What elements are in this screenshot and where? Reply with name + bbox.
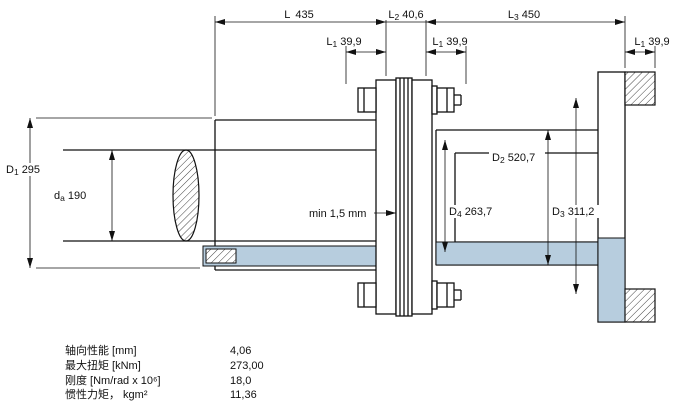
spec-table: 轴向性能 [mm] 4,06 最大扭矩 [kNm] 273,00 刚度 [Nm/…: [65, 344, 264, 403]
spec-row-axial: 轴向性能 [mm] 4,06: [65, 344, 264, 359]
spec-row-torque: 最大扭矩 [kNm] 273,00: [65, 359, 264, 374]
spec-value-axial: 4,06: [230, 345, 252, 357]
shaft-section-hatch: [172, 149, 200, 242]
dim-L1-group: [345, 46, 656, 84]
highlight-end-flange-lower: [597, 237, 626, 323]
spec-value-torque: 273,00: [230, 359, 264, 372]
label-bg-da: [51, 189, 98, 202]
spec-label-torque: 最大扭矩 [kNm]: [65, 359, 141, 372]
key-block: [205, 248, 237, 264]
spec-value-inertia: 11,36: [230, 389, 257, 402]
spec-label-stiffness: 刚度 [Nm/rad x 10⁶]: [65, 374, 161, 387]
label-bg-D4: [446, 205, 501, 218]
spec-label-inertia: 惯性力矩， kgm²: [65, 389, 148, 402]
spec-row-stiffness: 刚度 [Nm/rad x 10⁶] 18,0: [65, 374, 264, 389]
spec-label-axial: 轴向性能 [mm]: [65, 345, 137, 357]
right-flange-plate: [411, 79, 433, 315]
label-bg-D2: [489, 151, 545, 164]
min-gap-label: min 1,5 mm: [309, 208, 366, 220]
disc-pack: [395, 77, 413, 317]
bolt-bottom: [357, 280, 462, 310]
label-bg-L2: [381, 7, 431, 20]
bolt-top: [357, 85, 462, 115]
label-bg-D3: [549, 205, 604, 218]
spec-row-inertia: 惯性力矩， kgm² 11,36: [65, 388, 264, 403]
label-bg-D1: [3, 163, 50, 176]
dim-D1-group: [27, 117, 212, 269]
clamp-ring: [624, 71, 656, 323]
left-hub: [214, 119, 376, 271]
left-flange-plate: [375, 79, 397, 315]
highlight-right-lower: [435, 241, 599, 266]
shaft: [63, 149, 378, 242]
spec-value-stiffness: 18,0: [230, 374, 252, 387]
dim-horizontal-top: [214, 16, 626, 116]
